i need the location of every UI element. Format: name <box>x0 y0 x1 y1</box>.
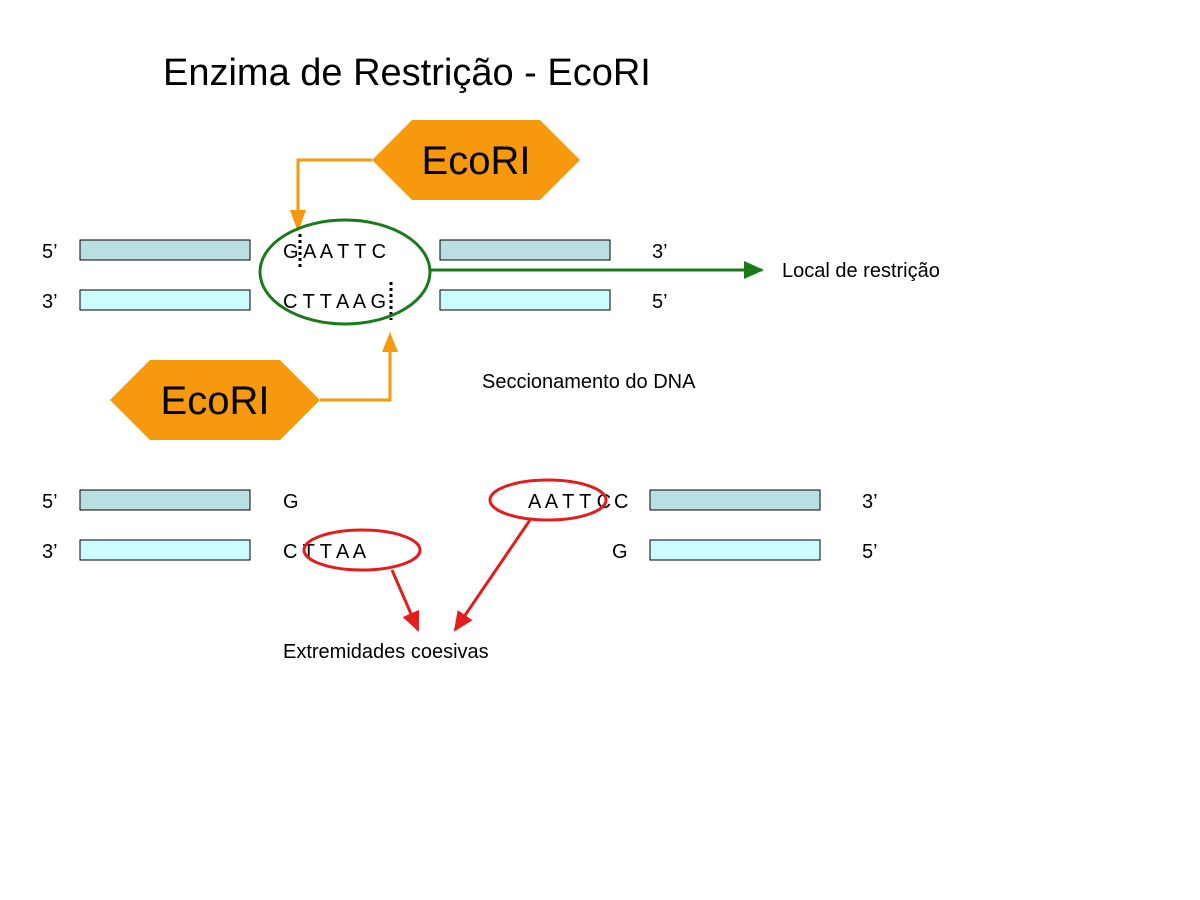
sequence-fragment: G <box>283 491 299 513</box>
sticky-end-circle <box>302 528 422 572</box>
enzyme-label: EcoRI <box>161 379 270 423</box>
enzyme-hexagon <box>372 120 580 200</box>
sticky-ends-label: Extremidades coesivas <box>283 641 489 663</box>
sequence-fragment: C T T A A <box>283 541 367 563</box>
strand-end-label: 5’ <box>42 491 58 513</box>
enzyme-hexagon <box>110 360 320 440</box>
strand-end-label: 5’ <box>862 541 878 563</box>
strand-end-label: 5’ <box>42 241 58 263</box>
dna-strand <box>649 489 821 511</box>
restriction-site-circle <box>258 218 432 326</box>
sticky-end-circle <box>488 478 608 522</box>
sequence-fragment: C <box>614 491 628 513</box>
enzyme-label: EcoRI <box>422 139 531 183</box>
strand-end-label: 3’ <box>42 541 58 563</box>
enzyme-top-arrow <box>296 158 372 210</box>
dna-strand <box>79 489 251 511</box>
enzyme-bottom-arrow <box>320 352 392 402</box>
strand-end-label: 5’ <box>652 291 668 313</box>
dna-strand <box>79 539 251 561</box>
sequence-fragment: A A T T C <box>528 491 611 513</box>
cut-label: Seccionamento do DNA <box>482 371 696 393</box>
enzyme-bottom: EcoRI <box>110 360 320 440</box>
sequence-fragment: G <box>612 541 628 563</box>
strand-end-label: 3’ <box>42 291 58 313</box>
strand-end-label: 3’ <box>862 491 878 513</box>
sticky-end-arrow <box>453 519 532 632</box>
dna-strand <box>79 289 251 311</box>
enzyme-top: EcoRI <box>372 120 580 200</box>
dna-strand <box>79 239 251 261</box>
sequence-lower: C T T A A G <box>283 291 386 313</box>
dna-strand <box>439 289 611 311</box>
dna-strand <box>439 239 611 261</box>
enzyme-top-arrowhead <box>290 210 306 232</box>
enzyme-bottom-arrowhead <box>382 332 398 352</box>
sequence-upper: G A A T T C <box>283 241 386 263</box>
strand-end-label: 3’ <box>652 241 668 263</box>
dna-strand <box>649 539 821 561</box>
restriction-site-label: Local de restrição <box>782 260 940 282</box>
sticky-end-arrow <box>390 569 420 632</box>
page-title: Enzima de Restrição - EcoRI <box>163 52 651 94</box>
